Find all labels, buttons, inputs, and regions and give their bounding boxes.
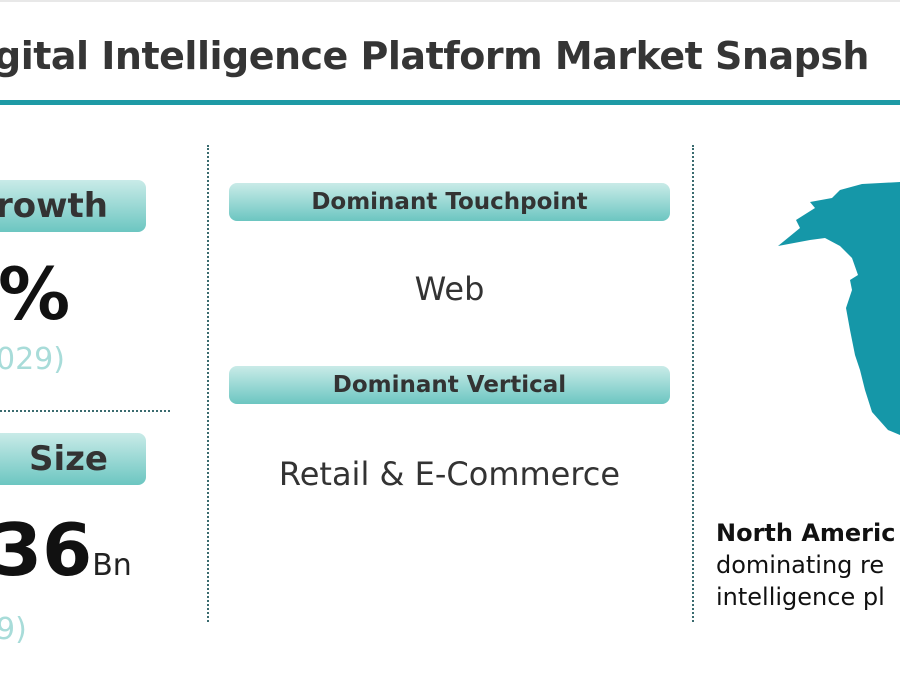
growth-label: rowth	[0, 186, 108, 226]
touchpoint-label: Dominant Touchpoint	[311, 189, 588, 215]
size-value: 36Bn	[0, 508, 132, 592]
growth-period: 029)	[0, 342, 65, 377]
size-unit: Bn	[92, 548, 132, 583]
region-name: North Americ	[716, 519, 896, 547]
vertical-label-pill: Dominant Vertical	[229, 366, 670, 404]
top-border	[0, 0, 900, 2]
region-line-3: intelligence pl	[716, 583, 885, 611]
touchpoint-label-pill: Dominant Touchpoint	[229, 183, 670, 221]
vertical-label: Dominant Vertical	[332, 372, 567, 398]
touchpoint-value: Web	[414, 270, 485, 308]
region-line-2: dominating re	[716, 551, 885, 579]
growth-label-pill: rowth	[0, 180, 146, 232]
size-label-pill: Size	[0, 433, 146, 485]
section-divider	[0, 410, 170, 412]
page-title: gital Intelligence Platform Market Snaps…	[0, 34, 870, 78]
size-label: Size	[29, 439, 108, 479]
north-america-map-icon	[778, 182, 900, 435]
size-number: 36	[0, 508, 93, 592]
growth-value: %	[0, 252, 71, 336]
column-divider-left	[207, 145, 209, 622]
region-summary: North Americ dominating re intelligence …	[716, 517, 895, 613]
column-divider-right	[692, 145, 694, 622]
size-period: 9)	[0, 612, 27, 647]
title-underline	[0, 100, 900, 105]
vertical-value: Retail & E-Commerce	[278, 455, 621, 493]
